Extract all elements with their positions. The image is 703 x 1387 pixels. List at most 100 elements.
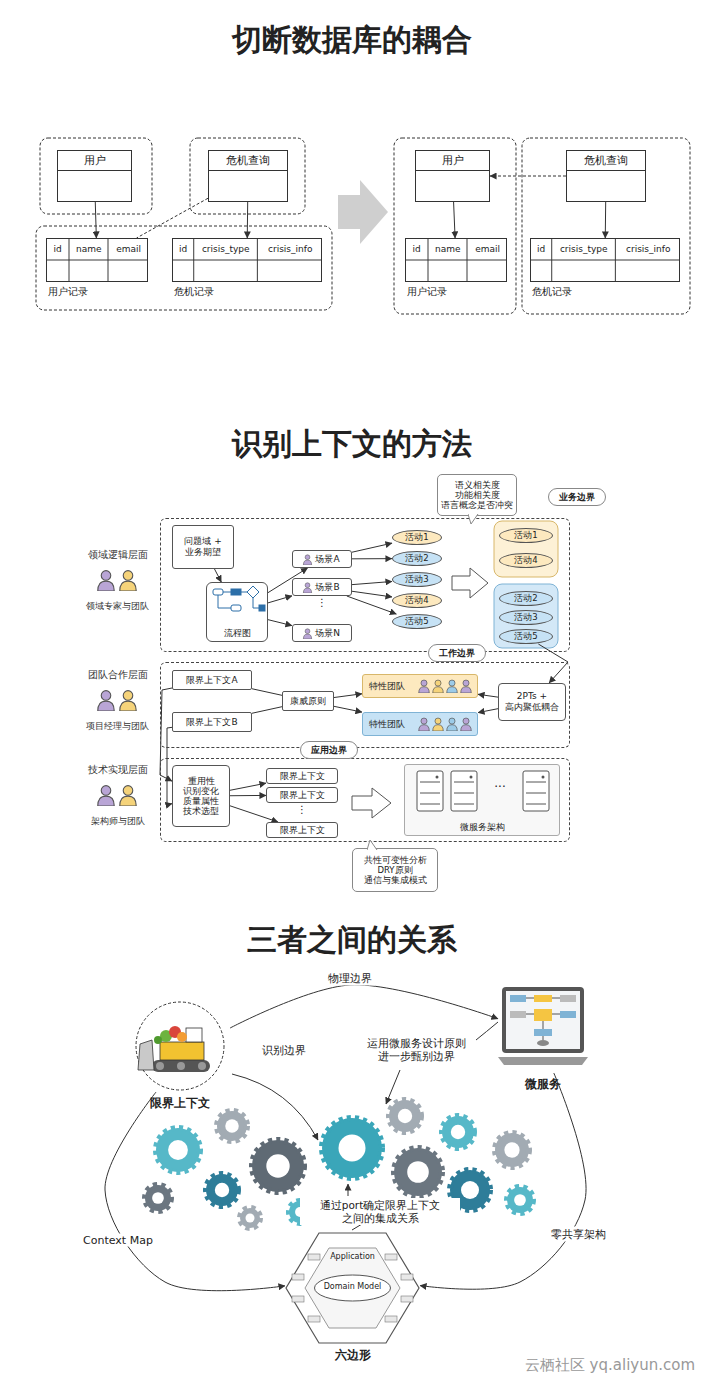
shape-outline-part [451,771,477,811]
gear-icon-part [514,1194,526,1206]
node-text: 应用边界 [311,745,347,756]
gear-icon-part [217,1111,247,1141]
connector [347,596,397,614]
edge-label: 零共享架构 [548,1227,609,1242]
annotation-label: ··· [482,780,518,794]
bubble-tail-part [468,514,478,524]
activity-ellipse: 活动2 [392,551,442,566]
bubble-tail-part [468,514,478,524]
activity-ellipse: 活动3 [392,572,442,587]
gear-icon [240,1208,260,1228]
speech-bubble: 共性可变性分析 DRY原则 通信与集成模式 [352,848,438,892]
node-text: 危机查询 [567,151,645,171]
node-text: 活动5 [405,616,428,626]
person-icon-part [449,718,455,724]
node-text: 活动4 [405,595,428,605]
shape-outline-part-part [231,589,241,595]
shape-outline-part-part [259,605,265,611]
shape-outline-part [470,776,473,779]
shape-outline [405,765,559,815]
team-icons [417,679,473,693]
gear-icon [507,1187,533,1213]
class-box: 危机查询 [208,150,288,202]
shape-outline-part [542,776,545,779]
bubble-tail [367,839,379,850]
activity-ellipse: 活动2 [499,591,553,606]
person-icon-part [306,582,311,587]
connector [268,620,292,626]
node-text: id [173,239,193,260]
person-icon-part [120,796,137,806]
shape-outline-part [138,1040,154,1070]
shape-outline-part-part [401,1296,413,1302]
node-text: crisis_info [617,239,681,260]
shape-outline-part-part [213,589,223,595]
scene-box: 场景A [292,550,352,568]
data-table: idnameemail用户记录 [405,238,507,282]
layer-band: 技术实现层面架构师与团队重用性 识别变化 质量属性 技术选型限界上下文限界上下文… [75,758,570,842]
connector [105,1092,285,1291]
connector [334,694,362,698]
node-text: 活动2 [514,593,537,603]
person-icon-part [305,628,310,633]
activity-ellipse: 活动5 [499,629,553,644]
section-title: 三者之间的关系 [0,922,703,958]
shape-outline [130,1000,230,1092]
person-icon-part [435,680,441,686]
node-text: 限界上下文A [186,675,237,686]
node-text: 用户记录 [407,286,447,298]
node-text: 限界上下文 [130,1096,230,1110]
gear-icon-part [168,1140,188,1160]
gear-icon [389,1100,421,1132]
gear-icon-part [389,1100,421,1132]
gear-icon [156,1128,200,1172]
shape-outline-part [534,1009,552,1021]
scene-box: 场景B [292,578,352,596]
shape-outline-part-part [385,1254,397,1260]
node-text: 团队合作层面 [75,669,160,681]
person-icon [459,679,473,693]
connector [215,569,222,582]
bubble-tail [468,514,480,525]
shape-outline-part [534,1029,552,1036]
person-icon [95,569,117,591]
gear-icon-part [215,1183,229,1197]
process-box: 康威原则 [282,691,334,711]
gear-icon-part [266,1154,289,1177]
gear-icon [442,1116,474,1148]
person-icon [417,717,431,731]
leader-line [476,1022,498,1040]
connector [95,202,96,238]
person-icon-part [304,560,312,565]
node-text: 危机查询 [209,151,287,171]
node-text: 共性可变性分析 DRY原则 通信与集成模式 [356,855,434,886]
activity-group [494,521,558,577]
person-icon-part [463,680,469,686]
annotation-label: 云栖社区 yq.aliyun.com [460,1356,695,1374]
activity-ellipse: 活动4 [392,593,442,608]
shape-outline-part [560,995,576,1002]
connector [230,985,498,1028]
shape-outline-part [498,1057,588,1065]
person-icon-part [449,680,455,686]
gear-icon-part [394,1148,442,1196]
transition-arrow [338,180,388,244]
node-text: 限界上下文 [280,825,325,835]
node-text: Domain Model [285,1282,420,1292]
edge-label: 物理边界 [325,971,375,986]
person-icon [431,679,445,693]
gear-icon-part [495,1133,529,1167]
node-text: 活动3 [514,612,537,622]
shape-outline-part [152,1060,210,1072]
dashed-group [394,138,516,314]
shape-outline-part [177,1032,187,1042]
connector [268,596,292,603]
person-icon [302,582,313,593]
node-text: crisis_info [259,239,323,260]
gear-icon-part [407,1161,429,1183]
person-icon-part [421,680,427,686]
person-icon-part [101,571,111,581]
class-box: 危机查询 [566,150,646,202]
microservice-device: 微服务 [498,985,588,1073]
